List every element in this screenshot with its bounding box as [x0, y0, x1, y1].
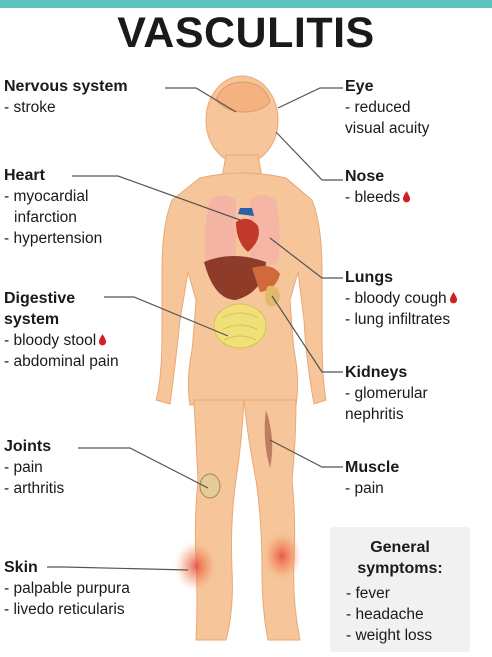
heart-item: - myocardial: [4, 186, 102, 207]
blood-drop-icon: [449, 292, 458, 304]
skin-inflammation-right: [262, 530, 302, 582]
general-symptoms-heading: symptoms:: [330, 558, 470, 579]
eye-heading: Eye: [345, 76, 429, 97]
label-digestive-system: Digestive system - bloody stool - abdomi…: [4, 288, 119, 372]
blood-drop-icon: [98, 334, 107, 346]
eye-item: - reduced: [345, 97, 429, 118]
lungs-item: - bloody cough: [345, 290, 447, 307]
skin-item: - livedo reticularis: [4, 599, 130, 620]
kidneys-item: - glomerular: [345, 383, 428, 404]
kidneys-heading: Kidneys: [345, 362, 428, 383]
skin-inflammation-left: [174, 540, 218, 592]
intestines-organ: [214, 304, 266, 348]
joints-item: - arthritis: [4, 478, 64, 499]
general-symptoms-list: - fever - headache - weight loss: [330, 583, 470, 646]
nose-item: - bleeds: [345, 189, 400, 206]
muscle-item: - pain: [345, 478, 399, 499]
label-lungs: Lungs - bloody cough - lung infiltrates: [345, 267, 458, 330]
nervous-system-item: - stroke: [4, 97, 128, 118]
heart-item: infarction: [4, 207, 102, 228]
list-item: - headache: [346, 604, 470, 625]
heart-item: - hypertension: [4, 228, 102, 249]
label-eye: Eye - reduced visual acuity: [345, 76, 429, 139]
digestive-heading: system: [4, 309, 119, 330]
kidneys-item: nephritis: [345, 404, 428, 425]
digestive-heading: Digestive: [4, 288, 119, 309]
joints-item: - pain: [4, 457, 64, 478]
label-nose: Nose - bleeds: [345, 166, 411, 208]
skin-item: - palpable purpura: [4, 578, 130, 599]
digestive-item: - abdominal pain: [4, 351, 119, 372]
heart-heading: Heart: [4, 165, 102, 186]
blood-drop-icon: [402, 191, 411, 203]
general-symptoms-box: General symptoms: - fever - headache - w…: [330, 527, 470, 652]
label-heart: Heart - myocardial infarction - hyperten…: [4, 165, 102, 249]
label-joints: Joints - pain - arthritis: [4, 436, 64, 499]
nervous-system-heading: Nervous system: [4, 76, 128, 97]
nose-heading: Nose: [345, 166, 411, 187]
joints-heading: Joints: [4, 436, 64, 457]
label-kidneys: Kidneys - glomerular nephritis: [345, 362, 428, 425]
label-nervous-system: Nervous system - stroke: [4, 76, 128, 118]
list-item: - weight loss: [346, 625, 470, 646]
label-muscle: Muscle - pain: [345, 457, 399, 499]
lungs-item: - lung infiltrates: [345, 309, 458, 330]
label-skin: Skin - palpable purpura - livedo reticul…: [4, 557, 130, 620]
digestive-item: - bloody stool: [4, 332, 96, 349]
muscle-heading: Muscle: [345, 457, 399, 478]
skin-heading: Skin: [4, 557, 130, 578]
eye-item: visual acuity: [345, 118, 429, 139]
general-symptoms-heading: General: [330, 537, 470, 558]
list-item: - fever: [346, 583, 470, 604]
lungs-heading: Lungs: [345, 267, 458, 288]
